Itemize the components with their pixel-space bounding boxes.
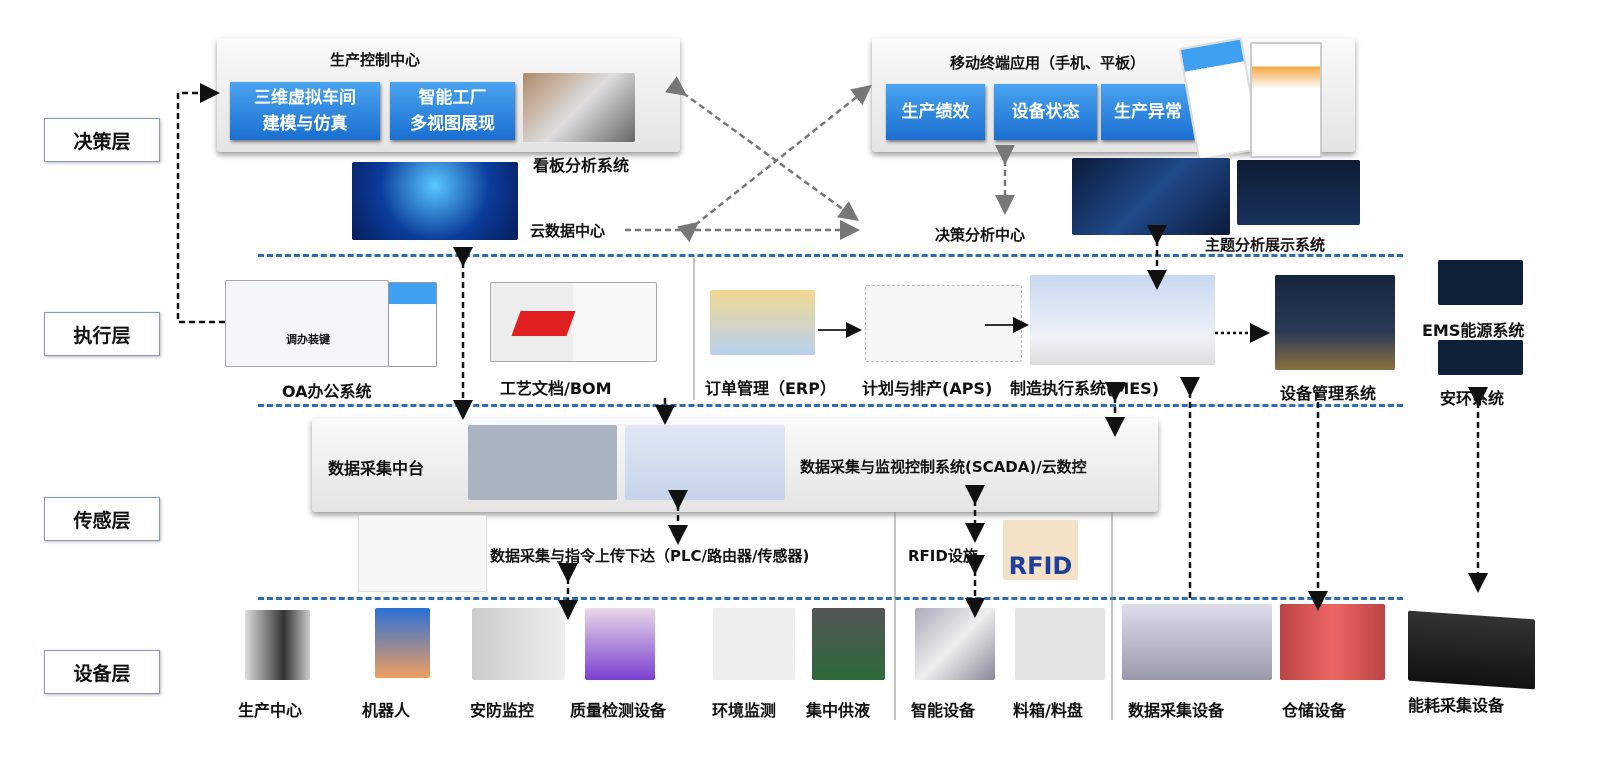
- platform-label: 数据采集中台: [328, 459, 425, 478]
- equipment-label: 设备管理系统: [1280, 384, 1377, 403]
- rfid-label: RFID设施: [908, 547, 978, 565]
- device-label: 料箱/料盘: [1013, 701, 1083, 720]
- device-image: [812, 608, 885, 680]
- scada-label: 数据采集与监视控制系统(SCADA)/云数控: [800, 458, 1087, 476]
- aps-image: [865, 285, 1022, 362]
- device-image: [1015, 608, 1105, 680]
- module-multiview: 智能工厂 多视图展现: [390, 82, 515, 140]
- dashboard-image: [1072, 158, 1230, 235]
- kanban-label: 看板分析系统: [533, 156, 630, 175]
- divider: [258, 404, 1403, 407]
- device-label: 生产中心: [238, 701, 303, 720]
- device-label: 机器人: [362, 701, 411, 720]
- oa-mobile-image: [388, 282, 437, 367]
- cloud-image: [352, 162, 518, 240]
- kanban-image: [523, 73, 635, 142]
- decision-center-label: 决策分析中心: [935, 226, 1026, 244]
- mobile-module-exception: 生产异常: [1101, 84, 1195, 140]
- device-image: [1122, 604, 1272, 680]
- divider: [258, 254, 1403, 257]
- ems-image: [1438, 260, 1523, 305]
- phone-image: [1250, 42, 1322, 158]
- rfid-logo: RFID: [1003, 520, 1078, 580]
- oa-label: OA办公系统: [282, 382, 372, 401]
- device-image: [915, 608, 995, 680]
- divider: [258, 597, 1403, 600]
- bom-image: [490, 282, 657, 362]
- device-label: 集中供液: [806, 701, 871, 720]
- module-3d-workshop: 三维虚拟车间 建模与仿真: [230, 82, 380, 140]
- erp-label: 订单管理（ERP）: [705, 379, 836, 398]
- bom-label: 工艺文档/BOM: [500, 379, 612, 398]
- layer-execution: 执行层: [44, 312, 160, 356]
- layer-sensing: 传感层: [44, 497, 160, 541]
- layer-decision: 决策层: [44, 118, 160, 162]
- device-image: [375, 608, 430, 678]
- aps-label: 计划与排产(APS): [862, 379, 993, 398]
- cloud-label: 云数据中心: [530, 222, 606, 240]
- mobile-module-performance: 生产绩效: [886, 84, 985, 140]
- theme-display-label: 主题分析展示系统: [1205, 236, 1326, 254]
- oa-to-control-arrow: [176, 83, 225, 324]
- device-image: [713, 608, 795, 680]
- oa-screen-text: 调办装键: [286, 333, 330, 346]
- scada-screenshot: [625, 425, 785, 500]
- device-label: 质量检测设备: [570, 701, 667, 720]
- mobile-module-equipment: 设备状态: [994, 84, 1097, 140]
- device-label: 智能设备: [911, 701, 976, 720]
- device-label: 能耗采集设备: [1408, 696, 1505, 715]
- control-center-title: 生产控制中心: [330, 51, 421, 69]
- upload-label: 数据采集与指令上传下达（PLC/路由器/传感器): [490, 547, 810, 565]
- device-image: [472, 608, 565, 680]
- mes-image: [1030, 275, 1215, 365]
- device-label: 安防监控: [470, 701, 535, 720]
- dashboard-image: [1237, 160, 1360, 225]
- plc-diagram-image: [358, 515, 487, 592]
- device-label: 数据采集设备: [1128, 701, 1225, 720]
- equipment-image: [1275, 275, 1395, 370]
- device-label: 环境监测: [712, 701, 777, 720]
- device-image: [585, 608, 655, 680]
- layer-device: 设备层: [44, 650, 160, 694]
- device-image: [245, 610, 310, 680]
- erp-image: [710, 290, 815, 355]
- safety-image: [1438, 340, 1523, 375]
- platform-screenshot: [468, 425, 617, 500]
- mobile-title: 移动终端应用（手机、平板）: [950, 54, 1146, 72]
- ems-label: EMS能源系统: [1422, 321, 1525, 340]
- device-image: [1280, 604, 1385, 680]
- device-label: 仓储设备: [1282, 701, 1347, 720]
